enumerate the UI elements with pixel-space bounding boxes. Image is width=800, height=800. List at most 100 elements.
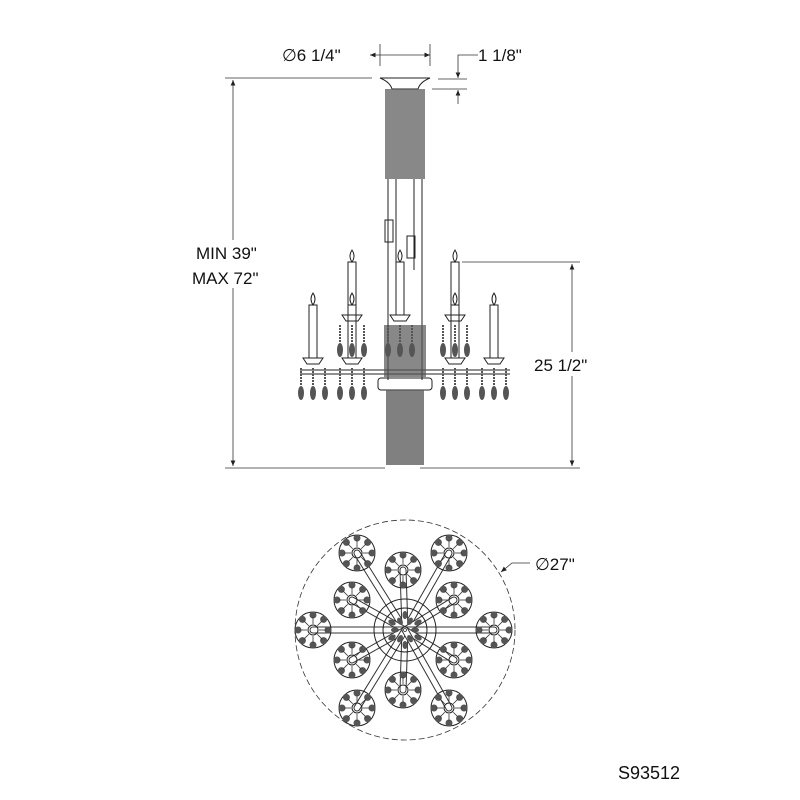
spoke-line [303,620,310,627]
spoke-line [393,560,400,567]
candle [489,304,499,359]
spoke-line [439,556,446,563]
spoke-line [342,590,349,597]
spoke-line [406,693,413,700]
crystal-bead [435,596,443,604]
chandelier-side-view [298,77,510,465]
bobeche [389,314,411,322]
bobeche [444,314,466,322]
hub-crystal [402,641,408,649]
arm [402,597,457,633]
candle-flame [310,292,316,306]
crystal-drop [361,343,367,357]
candle-flame [491,292,497,306]
spoke-line [316,620,323,627]
hub-crystal [411,627,419,633]
hub-center [403,628,407,632]
crystal-bead [348,581,356,589]
crystal-strands [385,89,425,179]
center-hub [373,598,437,662]
body-height-label: 25 1/2" [534,356,587,375]
crystal-drop [397,343,403,357]
candle-top [346,654,358,666]
hub-crystal [388,619,396,626]
spoke-line [497,633,504,640]
crystal-bead [490,641,498,649]
bobeche [302,357,324,365]
candle-top [397,684,409,696]
crystal-drop [298,386,304,400]
arm [402,550,452,633]
hub-crystal [388,634,396,641]
crystal-bead [465,596,473,604]
candle-flame [397,249,403,263]
spoke-line [457,603,464,610]
spoke-line [406,680,413,687]
crystal-drop [322,386,328,400]
spoke-line [347,698,354,705]
crystal-bead [333,596,341,604]
hub-crystal [391,627,399,633]
candle-cup [384,671,422,709]
candle-top [346,594,358,606]
spoke-line [355,590,362,597]
hub-crystal [414,634,422,641]
spoke-line [355,663,362,670]
candle [308,304,318,359]
spoke-line [406,560,413,567]
candle-top [351,547,363,559]
crystal-bead [414,686,422,694]
candle-top [443,547,455,559]
canopy-diameter-label: ∅6 1/4" [282,46,341,65]
spoke-line [497,620,504,627]
spoke-line [444,590,451,597]
chandelier-top-view: ∅27" [294,519,575,741]
overall-height-dimension: MIN 39" MAX 72" [192,77,385,469]
crystal-drop [452,343,458,357]
crystal-bead [353,564,361,572]
candle-cup [430,534,468,572]
spoke-line [342,663,349,670]
crystal-drop [440,343,446,357]
max-height-label: MAX 72" [192,269,259,288]
candle-top [448,654,460,666]
crystal-bead [368,549,376,557]
crystal-drop [349,343,355,357]
candle [450,261,460,316]
spoke-line [347,556,354,563]
candle-top [488,624,500,636]
crystal-bead [338,549,346,557]
hub-crystal [397,634,403,643]
crystal-bead [353,689,361,697]
spoke-line [360,556,367,563]
crystal-bead [324,626,332,634]
spoke-line [444,603,451,610]
crystal-bead [353,719,361,727]
spoke-line [342,650,349,657]
spoke-line [393,693,400,700]
crystal-bead [363,596,371,604]
crystal-bead [353,534,361,542]
spoke-line [484,633,491,640]
canopy-height-dimension: 1 1/8" [432,46,522,104]
candle-cup [475,611,513,649]
spoke-line [355,650,362,657]
crystal-bead [490,611,498,619]
spoke-line [452,543,459,550]
crystal-bead [445,534,453,542]
spoke-line [452,698,459,705]
spoke-line [457,663,464,670]
spoke-line [360,698,367,705]
spoke-line [444,650,451,657]
bobeche [341,357,363,365]
hub-crystal [407,617,413,626]
crystal-drop [310,386,316,400]
crystal-drop [385,343,391,357]
spoke-line [342,603,349,610]
candle-flame [349,249,355,263]
crystal-bead [399,581,407,589]
candle-cup [333,641,371,679]
crystal-bead [445,719,453,727]
crystal-drop [361,386,367,400]
